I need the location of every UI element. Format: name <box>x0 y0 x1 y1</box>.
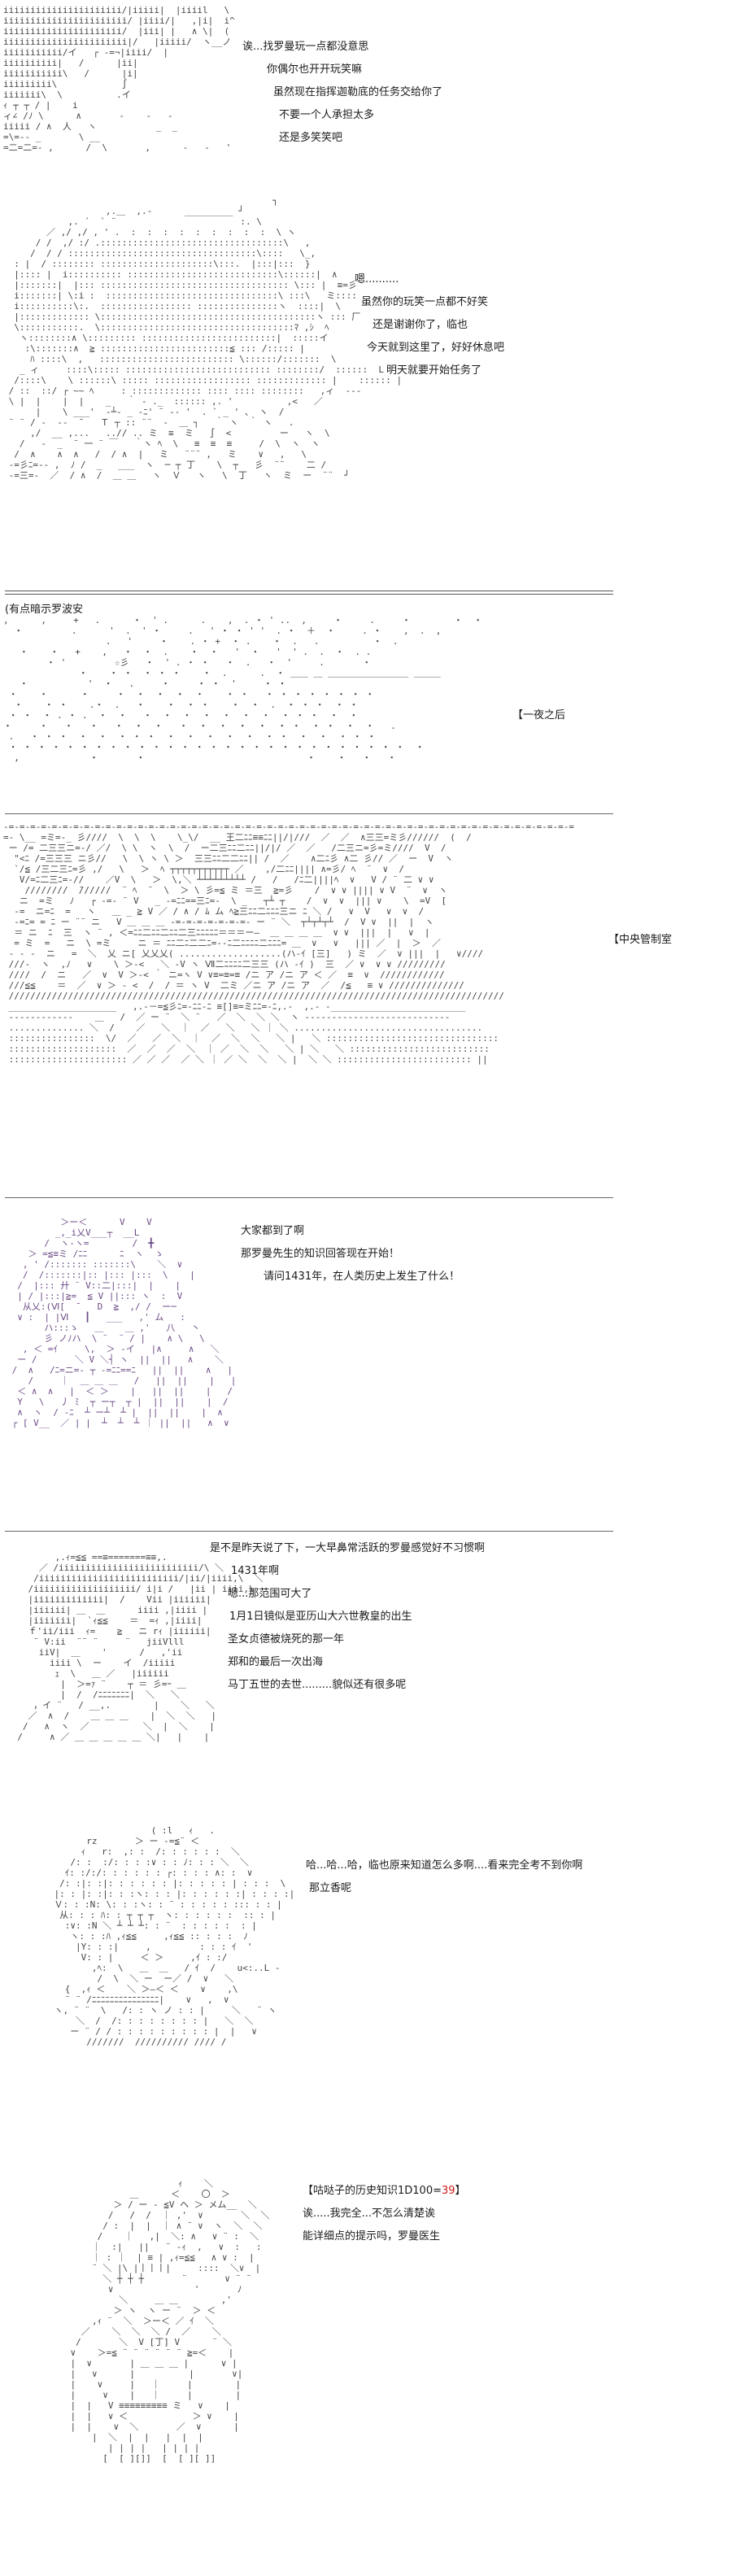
scene-tag-central-control-room: 【中央管制室 <box>608 934 673 946</box>
dialog-line: 嗯.......... <box>355 273 399 285</box>
dialog-line: 你偶尔也开开玩笑嘛 <box>267 63 363 76</box>
dialog-line: 1431年啊 <box>231 1565 280 1577</box>
dialog-line: 是不是昨天说了下，一大早鼻常活跃的罗曼感觉好不习惯啊 <box>210 1542 486 1554</box>
dialog-line: 虽然现在指挥迦勒底的任务交给你了 <box>273 86 443 98</box>
dialog-panel-5: 大家都到了啊 那罗曼先生的知识回答现在开始！ 请问1431年，在人类历史上发生了… <box>241 1220 460 1288</box>
dialog-line: 虽然你的玩笑一点都不好笑 <box>361 296 489 308</box>
dialog-line: 那罗曼先生的知识回答现在开始！ <box>241 1248 400 1260</box>
ascii-art-character: ,.ｨ=≦≦ ==≡=======≡≡,. ／ /iiiiiiiiiiiiiii… <box>17 1552 264 1742</box>
ascii-art-character: iiiiiiiiiiiiiiiiiiiiii/|iiiii| |iiiil \ … <box>3 5 235 153</box>
dice-roll-tag: 【咕哒子的历史知识1D100=39】 <box>303 2180 466 2203</box>
dialog-line: 1月1日镜似是亚历山大六世教皇的出生 <box>229 1611 412 1623</box>
dialog-line: 大家都到了啊 <box>241 1225 305 1237</box>
dialog-line: 圣女贞德被烧死的那一年 <box>228 1633 345 1645</box>
dialog-line: 诶...找罗曼玩一点都没意思 <box>242 41 369 53</box>
panel-separator <box>5 1531 613 1532</box>
ascii-art-character: ( :l ｨ . rz ＞ ー -=≦¨ ＜ ｨ r: ,: : /: : : … <box>54 1825 295 2047</box>
ascii-art-character: ＞ー＜ V V _,_i乂V___┬ __L / ヽ-ヽ= / ╋ ＞ =≦≡ミ… <box>11 1217 237 1428</box>
dialog-line: 能详细点的提示吗，罗曼医生 <box>303 2230 441 2243</box>
dialog-line: 还是谢谢你了，临也 <box>373 319 468 331</box>
dialog-line: 请问1431年，在人类历史上发生了什么！ <box>264 1271 460 1283</box>
dialog-line: 诶.....我完全...不怎么清楚诶 <box>303 2208 436 2220</box>
dialog-panel-8: 【咕哒子的历史知识1D100=39】 诶.....我完全...不怎么清楚诶 能详… <box>303 2180 466 2248</box>
panel-1: iiiiiiiiiiiiiiiiiiiiii/|iiiii| |iiiil \ … <box>0 0 732 183</box>
dialog-panel-2: 嗯.......... 虽然你的玩笑一点都不好笑 还是谢谢你了，临也 今天就到这… <box>355 268 504 382</box>
dialog-line: 今天就到这里了，好好休息吧 <box>367 342 505 354</box>
dice-roll-label: 【咕哒子的历史知识1D100= <box>303 2185 442 2197</box>
dialog-line: 明天就要开始任务了 <box>386 364 482 377</box>
narration-note: (有点暗示罗波安 <box>5 604 84 616</box>
dice-roll-value: 39 <box>442 2185 455 2197</box>
scene-tag-one-night-later: 【一夜之后 <box>512 709 566 721</box>
panel-separator <box>5 591 613 595</box>
panel-5: ＞ー＜ V V _,_i乂V___┬ __L / ヽ-ヽ= / ╋ ＞ =≦≡ミ… <box>0 1205 732 1523</box>
dialog-line: 不要一个人承担太多 <box>279 109 375 121</box>
ascii-art-character: ｨ ＼ ＿ ＜ 〇 ＞ ＞ / ー - ≦V ヘ ＞ メム__ ＼ / / / … <box>70 2178 270 2464</box>
dialog-line: 郑和的最后一次出海 <box>228 1656 324 1668</box>
panel-3: , , + . ・ ' . . , . ・ ' .. , ・ . ・ ・ ・ ・… <box>0 612 732 807</box>
panel-6: ,.ｨ=≦≦ ==≡=======≡≡,. ／ /iiiiiiiiiiiiiii… <box>0 1536 732 1804</box>
dialog-panel-7: 哈...哈...哈，临也原来知道怎么多啊....看来完全考不到你啊 那立香呢 <box>306 1855 582 1900</box>
dialog-line: 嗯...那范围可大了 <box>228 1588 312 1600</box>
ascii-art-character: ┐ ,.＿ ,.- _________ ┘ ,. ´ ` ¨ :. \ ／ ,/… <box>8 195 403 481</box>
dialog-line: 那立香呢 <box>309 1882 352 1894</box>
dialog-line: 马丁五世的去世.........貌似还有很多呢 <box>228 1679 407 1691</box>
dialog-panel-1: 诶...找罗曼玩一点都没意思 你偶尔也开开玩笑嘛 虽然现在指挥迦勒底的任务交给你… <box>242 36 442 150</box>
dialog-line: 哈...哈...哈，临也原来知道怎么多啊....看来完全考不到你啊 <box>306 1859 583 1872</box>
ascii-art-control-room: -=-=-=-=-=-=-=-=-=-=-=-=-=-=-=-=-=-=-=-=… <box>3 822 574 1065</box>
ascii-art-night-sky: , , + . ・ ' . . , . ・ ' .. , ・ . ・ ・ ・ ・… <box>3 615 483 763</box>
panel-7: ( :l ｨ . rz ＞ ー -=≦¨ ＜ ｨ r: ,: : /: : : … <box>0 1814 732 2172</box>
dialog-line: 还是多笑笑吧 <box>279 132 343 144</box>
panel-8: ｨ ＼ ＿ ＜ 〇 ＞ ＞ / ー - ≦V ヘ ＞ メム__ ＼ / / / … <box>0 2177 732 2576</box>
dice-roll-suffix: 】 <box>455 2185 466 2197</box>
panel-2: ┐ ,.＿ ,.- _________ ┘ ,. ´ ` ¨ :. \ ／ ,/… <box>0 195 732 590</box>
panel-4: -=-=-=-=-=-=-=-=-=-=-=-=-=-=-=-=-=-=-=-=… <box>0 818 732 1192</box>
panel-separator <box>5 1197 613 1198</box>
panel-separator <box>5 813 613 814</box>
dialog-panel-6: 是不是昨天说了下，一大早鼻常活跃的罗曼感觉好不习惯啊 1431年啊 嗯...那范… <box>210 1537 485 1697</box>
